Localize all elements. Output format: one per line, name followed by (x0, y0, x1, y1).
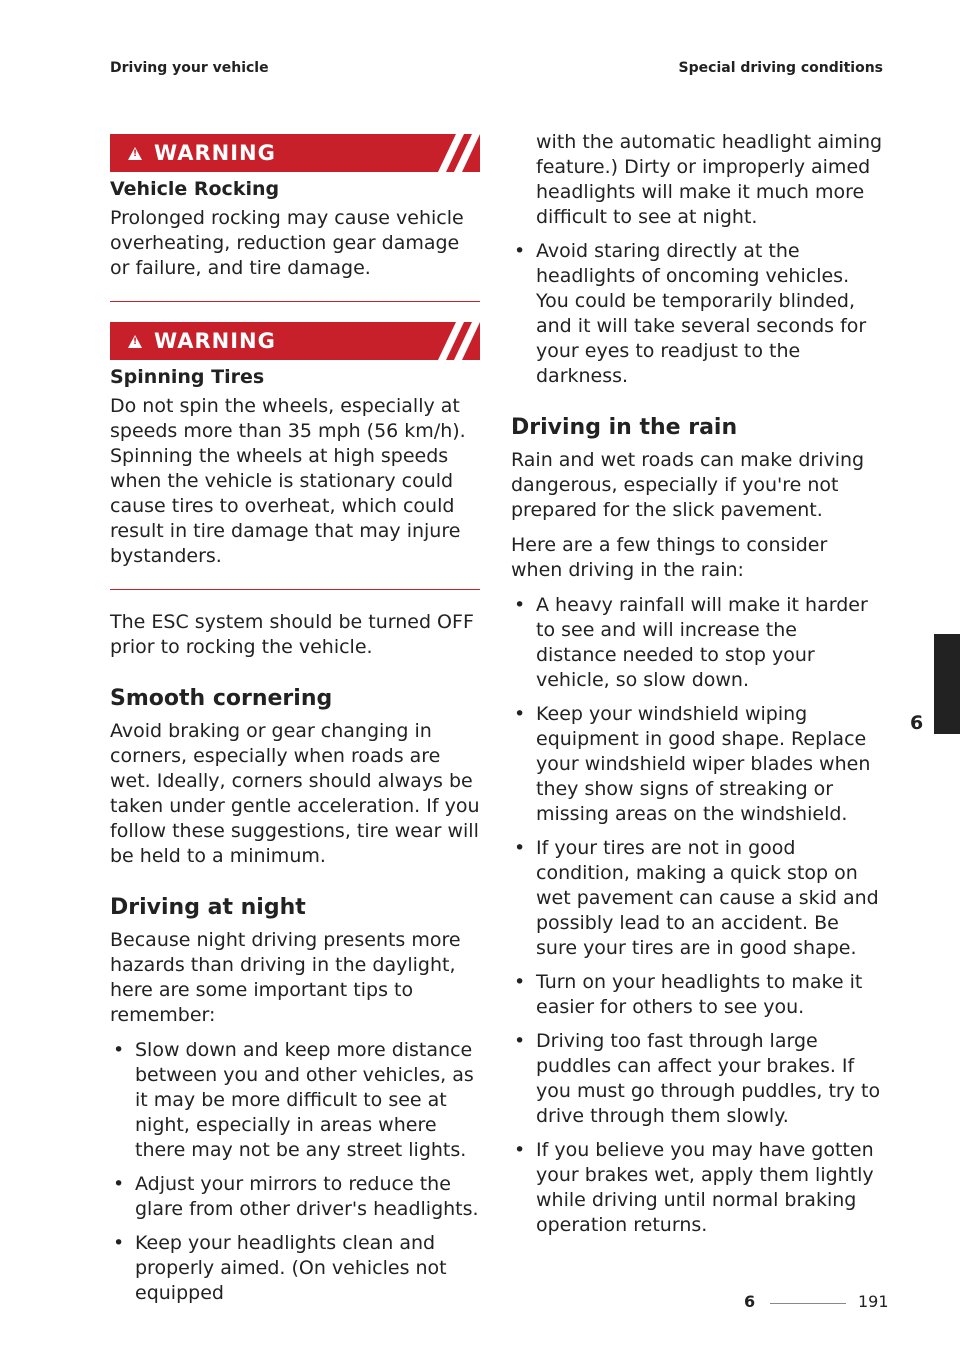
rain-intro-2: Here are a few things to consider when d… (511, 534, 828, 581)
list-item: Slow down and keep more distance between… (110, 1038, 480, 1163)
warning-triangle-icon (128, 334, 142, 348)
list-item: Avoid staring directly at the headlights… (511, 239, 883, 389)
list-item: If your tires are not in good condition,… (511, 836, 883, 961)
list-item: Turn on your headlights to make it easie… (511, 970, 883, 1020)
running-header-right: Special driving conditions (678, 60, 883, 76)
warning-triangle-icon (128, 146, 142, 160)
night-intro: Because night driving presents more haza… (110, 929, 461, 1026)
warning-title: Vehicle Rocking (110, 178, 280, 200)
list-item-continuation: with the automatic headlight aiming feat… (536, 131, 883, 228)
warning-slashes-icon (438, 322, 480, 360)
warning-body: Prolonged rocking may cause vehicle over… (110, 207, 464, 279)
footer-chapter-number: 6 (744, 1292, 756, 1311)
warning-title: Spinning Tires (110, 366, 265, 388)
list-item: Keep your headlights clean and properly … (110, 1231, 480, 1306)
list-item: A heavy rainfall will make it harder to … (511, 593, 883, 693)
warning-label: WARNING (154, 329, 276, 353)
list-item: Driving too fast through large puddles c… (511, 1029, 883, 1129)
warning-body: Do not spin the wheels, especially at sp… (110, 395, 466, 567)
list-item: Keep your windshield wiping equipment in… (511, 702, 883, 827)
warning-divider (110, 301, 480, 302)
list-item: Adjust your mirrors to reduce the glare … (110, 1172, 480, 1222)
footer-rule (770, 1303, 846, 1304)
rain-intro-1: Rain and wet roads can make driving dang… (511, 449, 865, 521)
warning-label: WARNING (154, 141, 276, 165)
running-header-left: Driving your vehicle (110, 60, 269, 76)
night-bullet-list-continued: Avoid staring directly at the headlights… (511, 239, 883, 389)
left-column: WARNING Vehicle Rocking Prolonged rockin… (110, 134, 480, 1315)
footer-page-number: 191 (858, 1292, 889, 1311)
night-bullet-list: Slow down and keep more distance between… (110, 1038, 480, 1306)
chapter-tab-number: 6 (910, 712, 924, 734)
right-column: with the automatic headlight aiming feat… (511, 130, 883, 1247)
cornering-paragraph: Avoid braking or gear changing in corner… (110, 720, 480, 867)
esc-note: The ESC system should be turned OFF prio… (110, 611, 474, 658)
section-heading-cornering: Smooth cornering (110, 686, 333, 711)
warning-divider (110, 589, 480, 590)
warning-banner-2: WARNING (110, 322, 480, 360)
section-heading-night: Driving at night (110, 895, 306, 920)
list-item: If you believe you may have gotten your … (511, 1138, 883, 1238)
rain-bullet-list: A heavy rainfall will make it harder to … (511, 593, 883, 1238)
warning-banner-1: WARNING (110, 134, 480, 172)
chapter-thumb-tab (934, 634, 960, 734)
section-heading-rain: Driving in the rain (511, 415, 738, 440)
warning-slashes-icon (438, 134, 480, 172)
